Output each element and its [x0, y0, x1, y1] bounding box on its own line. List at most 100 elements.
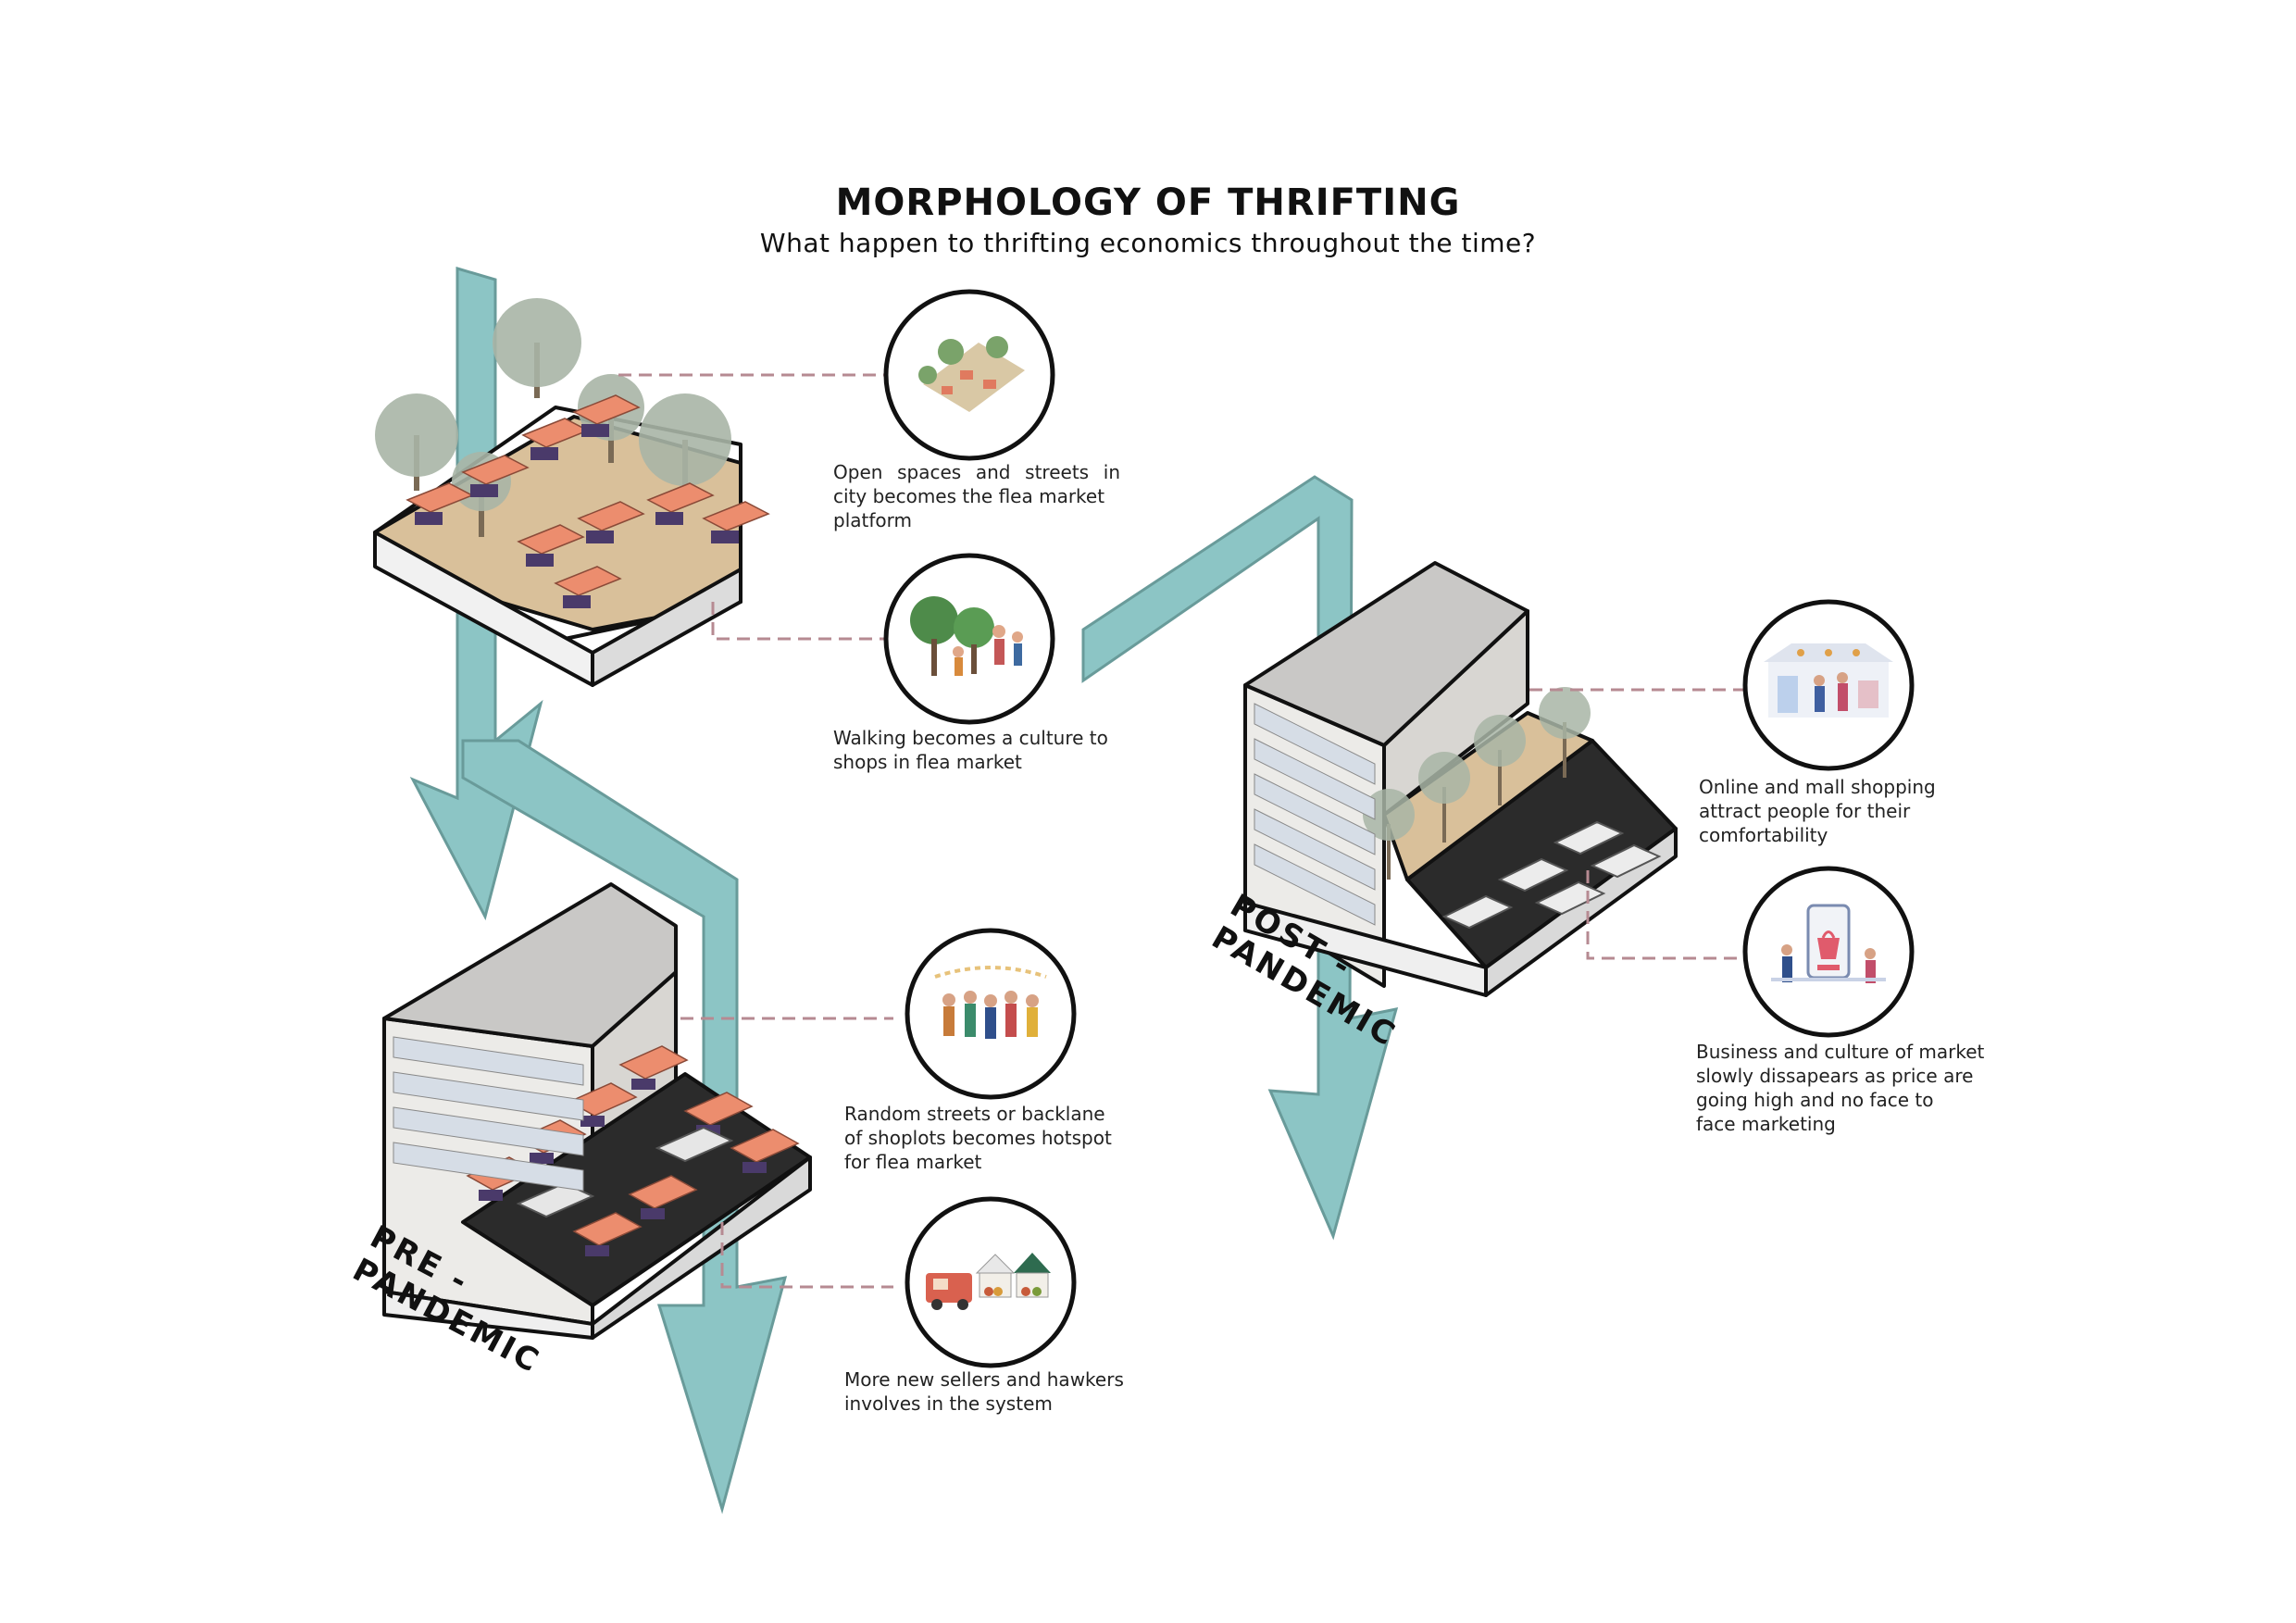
stall — [530, 447, 558, 460]
caption-walking: Walking becomes a culture to shops in fl… — [833, 726, 1139, 774]
window-band — [393, 1106, 584, 1156]
food-truck-stalls-icon — [905, 1196, 1077, 1368]
canopy — [577, 501, 645, 531]
mall-shop-icon — [1742, 599, 1915, 771]
post-block-trees — [1363, 687, 1591, 880]
window-band — [1254, 703, 1376, 785]
diagram-subtitle: What happen to thrifting economics throu… — [759, 228, 1537, 258]
canopy — [572, 394, 641, 425]
window-band — [393, 1036, 584, 1086]
caption-line: platform — [833, 509, 912, 531]
post-pandemic-block — [1243, 561, 1678, 997]
arrow-band-to-down — [461, 739, 788, 1515]
tree-crown — [1363, 789, 1415, 841]
caption-online-mall: Online and mall shopping attract people … — [1699, 775, 1986, 847]
tree-trunk — [1387, 824, 1391, 880]
caption-new-sellers: More new sellers and hawkers involves in… — [844, 1367, 1159, 1416]
stall — [580, 1116, 605, 1127]
tree-trunk — [1442, 787, 1446, 843]
caption-line: Open spaces and streets in — [833, 461, 1120, 483]
stall — [711, 531, 739, 543]
crowd-icon — [905, 928, 1077, 1100]
stall — [655, 512, 683, 525]
tree-crown — [375, 393, 458, 477]
caption-random-streets: Random streets or backlane of shoplots b… — [844, 1102, 1150, 1174]
canopy — [683, 1092, 754, 1126]
tree-trunk — [1498, 750, 1502, 805]
pre-block-canopies — [466, 1045, 800, 1256]
pre-base-front — [591, 1155, 812, 1340]
caption-line: for flea market — [844, 1151, 982, 1173]
stall — [641, 1208, 665, 1219]
post-building-roof — [1243, 561, 1529, 747]
caption-line: city becomes the flea market — [833, 485, 1105, 507]
leader-new-sellers — [720, 1222, 893, 1289]
stall — [585, 1245, 609, 1256]
caption-line: More new sellers and hawkers — [844, 1368, 1124, 1391]
caption-open-spaces: Open spaces and streets in city becomes … — [833, 460, 1120, 532]
stall — [742, 1162, 767, 1173]
tree-crown — [1539, 687, 1591, 739]
car — [655, 1126, 734, 1163]
car — [516, 1181, 595, 1218]
caption-line: Random streets or backlane — [844, 1103, 1105, 1125]
caption-business-culture: Business and culture of market slowly di… — [1696, 1040, 2011, 1136]
park-market-icon — [883, 289, 1055, 461]
open-block-side-right — [591, 568, 742, 687]
window-band — [1254, 843, 1376, 926]
stall — [563, 595, 591, 608]
canopy — [702, 501, 770, 531]
caption-line: slowly dissapears as price are — [1696, 1065, 1974, 1087]
stall — [526, 554, 554, 567]
caption-line: shops in flea market — [833, 751, 1022, 773]
window-band — [393, 1071, 584, 1121]
caption-line: Walking becomes a culture to — [833, 727, 1108, 749]
circle-icons — [883, 289, 1915, 1368]
caption-line: comfortability — [1699, 824, 1828, 846]
stall — [415, 512, 443, 525]
canopy — [554, 566, 622, 596]
walking-people-icon — [883, 553, 1055, 725]
canopy — [568, 1082, 638, 1117]
stall — [479, 1190, 503, 1201]
car — [1441, 894, 1514, 930]
stall — [530, 1153, 554, 1164]
canopy — [646, 482, 715, 513]
post-block-cars — [1441, 820, 1662, 930]
tree-crown — [493, 298, 581, 387]
car — [1534, 880, 1606, 916]
canopy — [730, 1129, 800, 1163]
caption-line: going high and no face to — [1696, 1089, 1934, 1111]
car — [1553, 820, 1625, 855]
caption-line: Business and culture of market — [1696, 1041, 1985, 1063]
online-shopping-icon — [1742, 866, 1915, 1038]
canopy — [618, 1045, 689, 1080]
caption-line: of shoplots becomes hotspot — [844, 1127, 1112, 1149]
pre-building-roof — [382, 882, 678, 1048]
tree-crown — [1474, 715, 1526, 767]
window-band — [393, 1142, 584, 1192]
leader-lines — [618, 373, 1759, 1289]
car — [1497, 857, 1569, 893]
open-space-market-block — [373, 298, 770, 687]
stall — [631, 1079, 655, 1090]
tree-crown — [1418, 752, 1470, 804]
diagram-title: MORPHOLOGY OF THRIFTING — [835, 181, 1461, 224]
stall — [581, 424, 609, 437]
window-band — [1254, 808, 1376, 891]
caption-line: involves in the system — [844, 1392, 1053, 1415]
stall — [470, 484, 498, 497]
open-block-canopies — [406, 394, 770, 608]
tree-crown — [639, 393, 731, 486]
caption-line: Online and mall shopping — [1699, 776, 1936, 798]
leader-business — [1586, 870, 1759, 960]
window-band — [1254, 773, 1376, 855]
pre-block-cars — [516, 1126, 734, 1218]
tree-trunk — [1563, 722, 1566, 778]
canopy — [572, 1212, 643, 1246]
canopy — [628, 1175, 698, 1209]
canopy — [461, 455, 530, 485]
caption-line: face marketing — [1696, 1113, 1836, 1135]
